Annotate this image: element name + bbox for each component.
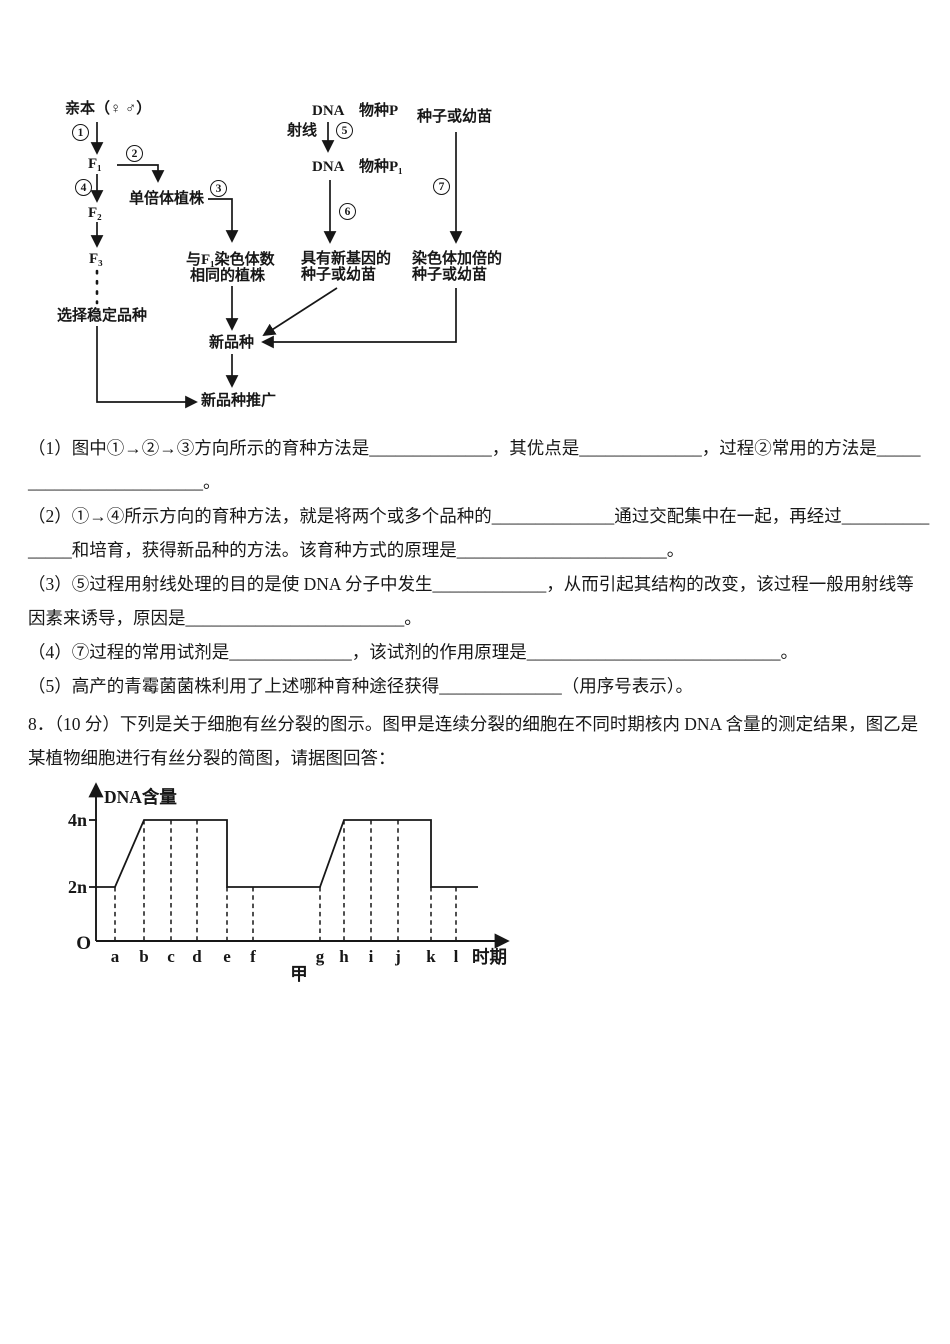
node-dna-p1-dna: DNA <box>312 159 345 175</box>
xtick-label-e: e <box>223 947 231 966</box>
xtick-label-i: i <box>369 947 374 966</box>
node-dna-p-species: 物种P <box>359 103 399 119</box>
node-dna-p-dna: DNA <box>312 103 345 119</box>
xtick-label-c: c <box>167 947 175 966</box>
question-line-4: （4）⑦过程的常用试剂是______________，该试剂的作用原理是____… <box>28 642 798 662</box>
question-line-2a: （2）①→④所示方向的育种方法，就是将两个或多个品种的_____________… <box>28 506 930 526</box>
node-select-stable: 选择稳定品种 <box>57 308 148 324</box>
node-same-chromosome-line1: 与F₁染色体数 <box>186 252 275 268</box>
xtick-label-h: h <box>339 947 349 966</box>
node-new-gene-line1: 具有新基因的 <box>301 251 392 267</box>
node-dna-p1-species: 物种P₁ <box>359 159 403 175</box>
xtick-label-k: k <box>426 947 436 966</box>
xtick-label-j: j <box>394 947 401 966</box>
question-line-2b: _____和培育，获得新品种的方法。该育种方式的原理是_____________… <box>28 540 685 560</box>
arrow-select-to-promotion <box>96 326 198 409</box>
node-doubled-line2: 种子或幼苗 <box>412 266 488 283</box>
question-block: （1）图中①→②→③方向所示的育种方法是______________，其优点是_… <box>28 431 933 775</box>
step-2-badge: 2 <box>126 145 143 162</box>
question-line-1b: ____________________。 <box>28 472 221 492</box>
xtick-label-d: d <box>192 947 202 966</box>
node-same-chromosome-line2: 相同的植株 <box>190 267 266 284</box>
xtick-label-g: g <box>316 947 325 966</box>
node-new-gene-line2: 种子或幼苗 <box>301 266 377 283</box>
step-3-badge: 3 <box>210 180 227 197</box>
arrow-f1-to-haploid <box>117 164 165 183</box>
step-7-badge: 7 <box>433 178 450 195</box>
node-f2: F₂ <box>88 205 102 221</box>
arrow-haploid-to-samechrom <box>208 198 239 243</box>
node-doubled: 染色体加倍的 种子或幼苗 <box>412 251 503 283</box>
node-f3: F₃ <box>89 251 103 267</box>
arrow-newgene-to-newvariety <box>262 287 338 337</box>
node-f1: F₁ <box>88 156 102 172</box>
question-line-1a: （1）图中①→②→③方向所示的育种方法是______________，其优点是_… <box>28 438 921 458</box>
question8-line-1: 8．（10 分）下列是关于细胞有丝分裂的图示。图甲是连续分裂的细胞在不同时期核内… <box>28 714 919 734</box>
arrow-doubled-to-newvariety <box>261 288 457 349</box>
node-parents: 亲本（♀ ♂） <box>65 101 152 117</box>
y-axis-title: DNA含量 <box>104 787 177 807</box>
x-axis-title: 时期 <box>472 947 507 967</box>
node-seed-seedling: 种子或幼苗 <box>417 109 493 125</box>
question8-line-2: 某植物细胞进行有丝分裂的简图，请据图回答： <box>28 748 396 768</box>
node-ray-label: 射线 <box>287 123 318 139</box>
xtick-label-b: b <box>139 947 148 966</box>
dna-curve-0 <box>96 819 478 888</box>
step-6-badge: 6 <box>339 203 356 220</box>
origin-label: O <box>76 933 91 954</box>
step-1-badge: 1 <box>72 124 89 141</box>
ytick-label-4n: 4n <box>68 810 87 830</box>
node-new-gene: 具有新基因的 种子或幼苗 <box>301 251 392 283</box>
flowchart-arrows-svg <box>90 122 463 409</box>
ytick-label-2n: 2n <box>68 877 87 897</box>
xtick-label-f: f <box>250 947 256 966</box>
step-5-badge: 5 <box>336 122 353 139</box>
breeding-flowchart: 亲本（♀ ♂） 1 F₁ 2 4 F₂ 单倍体植株 3 F₃ 选择稳定品种 与F… <box>40 95 540 435</box>
node-haploid: 单倍体植株 <box>129 191 205 207</box>
node-same-chromosome: 与F₁染色体数 相同的植株 <box>186 252 275 284</box>
chart-caption: 甲 <box>290 964 308 984</box>
question-line-3a: （3）⑤过程用射线处理的目的是使 DNA 分子中发生_____________，… <box>28 574 914 594</box>
step-4-badge: 4 <box>75 179 92 196</box>
node-promotion: 新品种推广 <box>201 393 277 409</box>
xtick-label-l: l <box>454 947 459 966</box>
node-doubled-line1: 染色体加倍的 <box>412 251 503 267</box>
node-new-variety: 新品种 <box>209 335 255 351</box>
xtick-label-a: a <box>111 947 120 966</box>
question-line-3b: 因素来诱导，原因是_________________________。 <box>28 608 422 628</box>
question-line-5: （5）高产的青霉菌菌株利用了上述哪种育种途径获得______________（用… <box>28 676 693 696</box>
